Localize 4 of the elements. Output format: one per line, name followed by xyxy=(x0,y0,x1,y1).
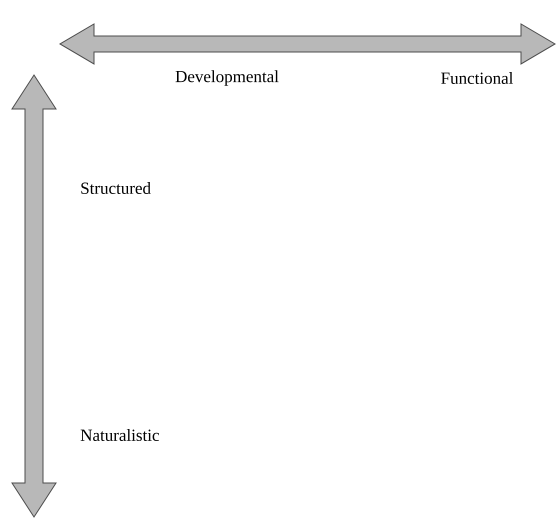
axis-label: Structured xyxy=(81,182,151,194)
axis-label: Naturalistic xyxy=(80,429,159,441)
axis-label: Developmental xyxy=(176,70,279,86)
axis-label: Functional xyxy=(441,72,514,84)
